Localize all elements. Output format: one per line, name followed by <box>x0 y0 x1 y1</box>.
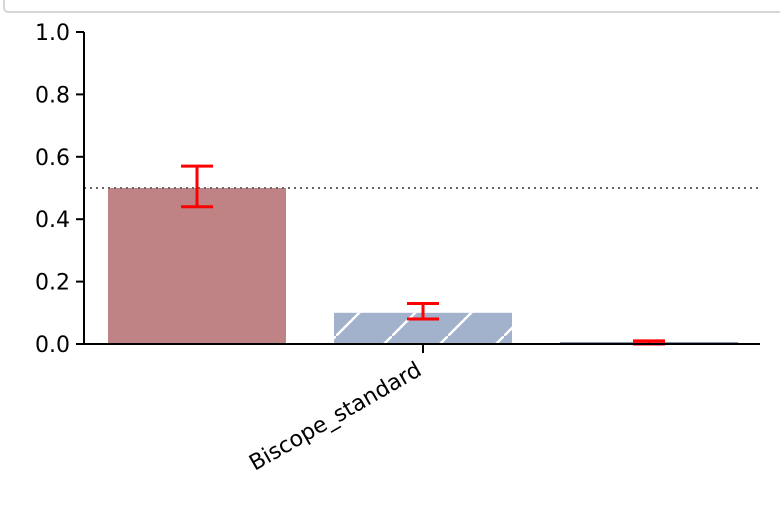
x-tick-label-0: Biscope_standard <box>245 358 426 477</box>
plot-area <box>84 164 760 346</box>
bar-0 <box>108 188 286 344</box>
legend-frame <box>3 0 780 13</box>
y-tick-label-2: 0.4 <box>35 208 70 233</box>
y-tick-label-3: 0.6 <box>35 146 70 171</box>
y-tick-label-0: 0.0 <box>35 333 70 358</box>
y-tick-label-4: 0.8 <box>35 83 70 108</box>
y-tick-label-5: 1.0 <box>35 21 70 46</box>
y-tick-label-1: 0.2 <box>35 271 70 296</box>
